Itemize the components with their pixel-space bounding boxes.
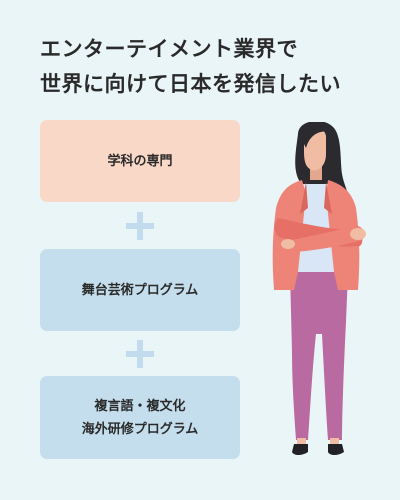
- plus-icon: [126, 212, 154, 240]
- card-plurilingual-program-line-1: 複言語・複文化: [94, 398, 186, 414]
- card-specialized-study-label: 学科の専門: [107, 153, 173, 169]
- card-performing-arts-program: 舞台芸術プログラム: [40, 249, 240, 331]
- woman-illustration: [272, 122, 366, 455]
- headline-line-2: 世界に向けて日本を発信したい: [40, 72, 341, 96]
- card-plurilingual-program-line-2: 海外研修プログラム: [81, 421, 199, 437]
- plus-icon: [126, 340, 154, 368]
- headline: エンターテイメント業界で 世界に向けて日本を発信したい: [40, 32, 370, 102]
- card-specialized-study: 学科の専門: [40, 120, 240, 202]
- card-performing-arts-program-label: 舞台芸術プログラム: [81, 282, 199, 298]
- headline-line-1: エンターテイメント業界で: [40, 37, 298, 61]
- card-plurilingual-program: 複言語・複文化 海外研修プログラム: [40, 376, 240, 459]
